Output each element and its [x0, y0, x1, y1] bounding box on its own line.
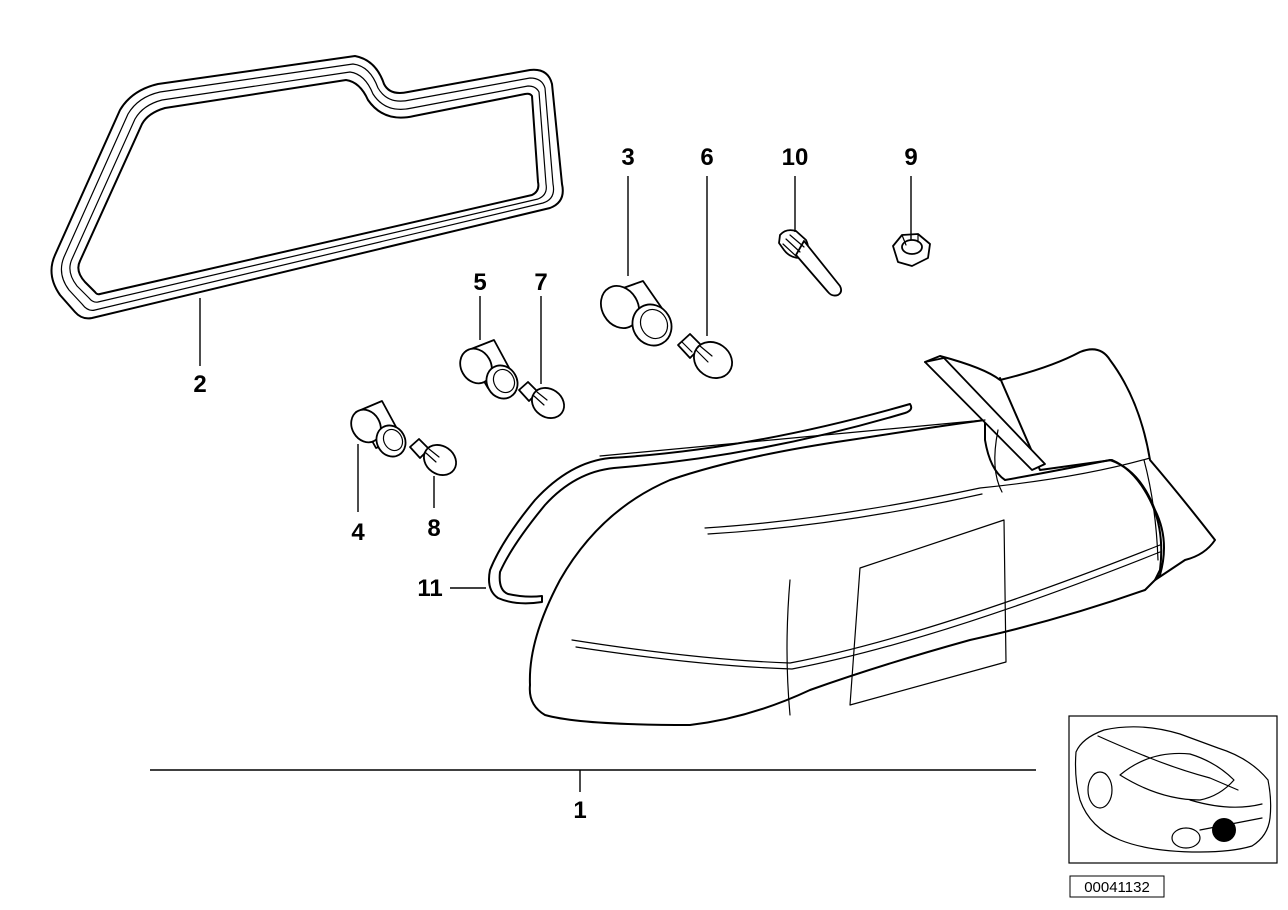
plug-part-10[interactable] — [778, 229, 843, 297]
callout-5: 5 — [473, 269, 486, 296]
car-location-inset — [1068, 715, 1278, 864]
callout-6: 6 — [700, 144, 713, 171]
bulb-socket-part-4[interactable] — [345, 400, 411, 462]
bulb-socket-part-5[interactable] — [454, 339, 523, 404]
callout-9: 9 — [904, 144, 917, 171]
tail-light-housing-part-1[interactable] — [528, 348, 1216, 726]
nut-part-9[interactable] — [892, 233, 931, 267]
drawing-number-box: 00041132 — [1069, 875, 1165, 898]
callout-1: 1 — [573, 797, 586, 824]
gasket-part-2[interactable] — [50, 55, 564, 320]
leader-lines — [150, 176, 1036, 792]
callout-11: 11 — [417, 575, 442, 602]
callout-3: 3 — [621, 144, 634, 171]
callout-4: 4 — [351, 519, 365, 546]
bulb-socket-part-3[interactable] — [593, 279, 679, 353]
bulb-part-8[interactable] — [409, 438, 462, 481]
callout-2: 2 — [193, 371, 206, 398]
seal-strip-part-11[interactable] — [488, 403, 913, 605]
callout-7: 7 — [534, 269, 547, 296]
callout-8: 8 — [427, 515, 440, 542]
callout-labels: 1 2 3 4 5 6 7 8 9 10 11 — [193, 144, 917, 824]
bulb-part-6[interactable] — [677, 333, 739, 385]
callout-10: 10 — [782, 144, 809, 171]
drawing-number: 00041132 — [1084, 879, 1150, 896]
bulb-part-7[interactable] — [518, 381, 570, 424]
